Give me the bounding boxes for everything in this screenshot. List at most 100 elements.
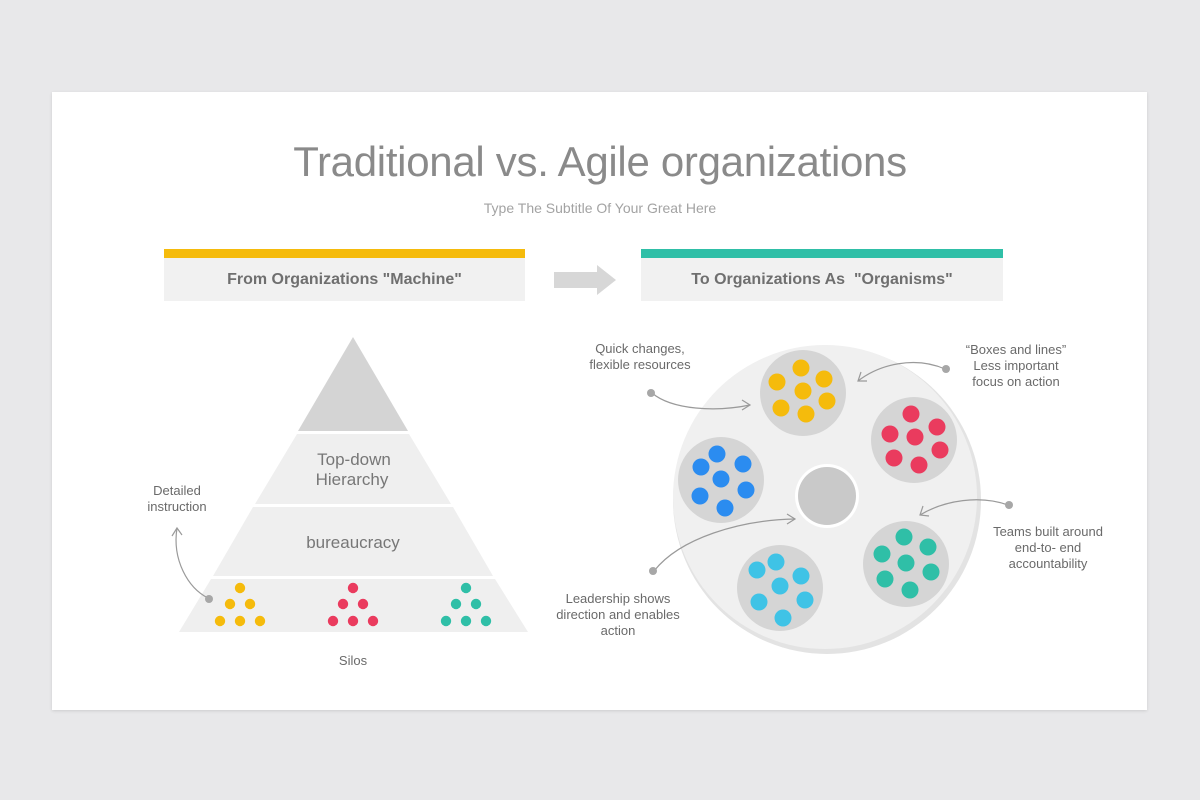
cluster-member-dot bbox=[881, 425, 899, 443]
quick-changes-connector bbox=[651, 392, 751, 410]
silo-dot bbox=[347, 582, 359, 594]
team-clusters bbox=[678, 350, 957, 631]
detailed-instruction-dot bbox=[205, 595, 213, 603]
silo-dot bbox=[234, 615, 246, 627]
leadership-dot bbox=[649, 567, 657, 575]
teams-connector bbox=[919, 499, 1009, 516]
silos-label: Silos bbox=[338, 653, 368, 668]
left-header-accent-bar bbox=[164, 249, 525, 258]
cluster-member-dot bbox=[901, 581, 919, 599]
left-header: From Organizations "Machine" bbox=[164, 249, 525, 301]
cluster-member-dot bbox=[692, 458, 710, 476]
cluster-member-dot bbox=[794, 382, 812, 400]
cluster-member-dot bbox=[772, 399, 790, 417]
pyramid-tier-top-down bbox=[255, 434, 451, 504]
cluster-member-dot bbox=[767, 553, 785, 571]
boxes-lines-dot bbox=[942, 365, 950, 373]
right-header-label: To Organizations As "Organisms" bbox=[691, 270, 953, 288]
page-subtitle: Type The Subtitle Of Your Great Here bbox=[483, 200, 717, 216]
cluster-member-dot bbox=[906, 428, 924, 446]
silo-dot bbox=[480, 615, 492, 627]
silo-dot bbox=[460, 615, 472, 627]
silo-dot bbox=[337, 598, 349, 610]
silo-dot bbox=[234, 582, 246, 594]
pyramid-tier-silos bbox=[179, 579, 528, 632]
teams-note: Teams built around end-to- end accountab… bbox=[982, 524, 1114, 572]
cluster-member-dot bbox=[895, 528, 913, 546]
cluster-member-dot bbox=[691, 487, 709, 505]
leadership-line2: direction and enables bbox=[556, 607, 680, 622]
quick-changes-dot bbox=[647, 389, 655, 397]
quick-changes-line2: flexible resources bbox=[589, 357, 691, 372]
left-header-label: From Organizations "Machine" bbox=[227, 270, 462, 288]
detailed-instruction-line2: instruction bbox=[147, 499, 207, 514]
cluster-member-dot bbox=[796, 591, 814, 609]
teams-line3: accountability bbox=[1008, 556, 1088, 571]
cluster-member-dot bbox=[815, 370, 833, 388]
cluster-member-dot bbox=[885, 449, 903, 467]
cluster-member-dot bbox=[910, 456, 928, 474]
pyramid-tier-bureaucracy bbox=[213, 507, 493, 576]
cluster-member-dot bbox=[876, 570, 894, 588]
pyramid-apex bbox=[298, 337, 408, 431]
pyramid: Top-down Hierarchy bureaucracy bbox=[179, 337, 528, 632]
transition-arrow-icon bbox=[554, 265, 616, 295]
boxes-lines-line1: “Boxes and lines” bbox=[965, 342, 1067, 357]
cluster-member-dot bbox=[708, 445, 726, 463]
leadership-line1: Leadership shows bbox=[565, 591, 671, 606]
teams-line1: Teams built around bbox=[993, 524, 1103, 539]
cluster-member-dot bbox=[797, 405, 815, 423]
silo-dot bbox=[470, 598, 482, 610]
silo-dot bbox=[244, 598, 256, 610]
tier-top-down-label-line2: Hierarchy bbox=[316, 470, 389, 489]
silo-dot-groups bbox=[214, 582, 492, 627]
silo-dot bbox=[347, 615, 359, 627]
detailed-instruction-connector bbox=[175, 527, 209, 599]
cluster-member-dot bbox=[873, 545, 891, 563]
silo-dot bbox=[450, 598, 462, 610]
teams-dot bbox=[1005, 501, 1013, 509]
quick-changes-arrowhead bbox=[741, 399, 752, 411]
right-header-accent-bar bbox=[641, 249, 1003, 258]
cluster-member-dot bbox=[897, 554, 915, 572]
boxes-lines-line3: focus on action bbox=[972, 374, 1060, 389]
cluster-member-dot bbox=[792, 359, 810, 377]
cluster-member-dot bbox=[931, 441, 949, 459]
silo-dot bbox=[357, 598, 369, 610]
cluster-member-dot bbox=[919, 538, 937, 556]
boxes-lines-line2: Less important bbox=[973, 358, 1059, 373]
boxes-lines-note: “Boxes and lines” Less important focus o… bbox=[951, 342, 1081, 390]
boxes-lines-connector bbox=[857, 362, 946, 382]
teams-line2: end-to- end bbox=[1014, 540, 1082, 555]
leadership-connector bbox=[653, 518, 796, 572]
cluster-member-dot bbox=[774, 609, 792, 627]
tier-top-down-label-line1: Top-down bbox=[317, 450, 391, 469]
quick-changes-line1: Quick changes, bbox=[595, 341, 685, 356]
leadership-arrowhead bbox=[786, 513, 797, 525]
silo-dot bbox=[460, 582, 472, 594]
cluster-member-dot bbox=[712, 470, 730, 488]
silo-dot bbox=[224, 598, 236, 610]
cluster-member-dot bbox=[771, 577, 789, 595]
boxes-lines-arrowhead bbox=[857, 371, 867, 382]
right-header: To Organizations As "Organisms" bbox=[641, 249, 1003, 301]
teams-arrowhead bbox=[919, 505, 930, 517]
silo-dot bbox=[327, 615, 339, 627]
cluster-member-dot bbox=[922, 563, 940, 581]
cluster-member-dot bbox=[902, 405, 920, 423]
leadership-note: Leadership shows direction and enables a… bbox=[548, 591, 688, 639]
cluster-member-dot bbox=[750, 593, 768, 611]
silo-dot bbox=[440, 615, 452, 627]
cluster-member-dot bbox=[818, 392, 836, 410]
cluster-member-dot bbox=[716, 499, 734, 517]
silo-dot bbox=[367, 615, 379, 627]
cluster-member-dot bbox=[792, 567, 810, 585]
detailed-instruction-note: Detailed instruction bbox=[140, 483, 214, 515]
page-title: Traditional vs. Agile organizations bbox=[293, 138, 907, 185]
quick-changes-note: Quick changes, flexible resources bbox=[575, 341, 705, 373]
cluster-member-dot bbox=[768, 373, 786, 391]
silo-dot bbox=[254, 615, 266, 627]
leadership-core bbox=[798, 467, 856, 525]
detailed-instruction-line1: Detailed bbox=[153, 483, 201, 498]
